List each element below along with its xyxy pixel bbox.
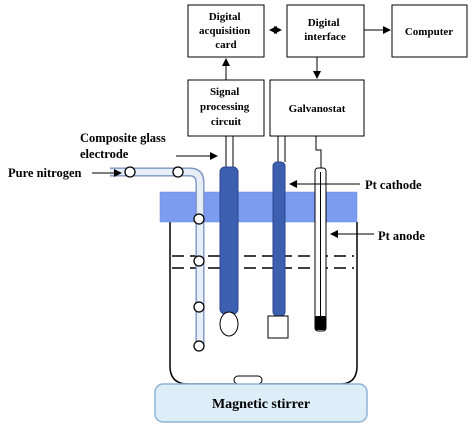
digital-acquisition-card-line-2: acquisition [199, 25, 250, 37]
bubble [193, 301, 205, 313]
svg-text:Signal processing: Signal processing circuit [200, 86, 252, 128]
beaker-lid [159, 191, 358, 223]
nitrogen-tube [110, 167, 205, 346]
digital-interface-box: Digital interface [286, 4, 365, 58]
gas-bubbles [124, 166, 205, 352]
digital-interface-line-2: interface [304, 31, 346, 43]
magnetic-stirrer: Magnetic stirrer [154, 383, 368, 423]
signal-processing-line-2: processing [200, 101, 250, 113]
pt-anode-label: Pt anode [378, 229, 425, 243]
signal-processing-line-3: circuit [211, 116, 242, 128]
digital-acquisition-card-line-1: Digital [209, 11, 241, 23]
pt-cathode-electrode [267, 161, 289, 339]
digital-interface-line-1: Digital [308, 17, 340, 29]
digital-acquisition-card-box: Digital acquisition card [187, 4, 265, 58]
beaker [169, 222, 358, 385]
galvanostat-label: Galvanostat [289, 103, 346, 115]
bubble [193, 255, 205, 267]
signal-processing-line-1: Signal [210, 86, 239, 98]
pt-anode-electrode [314, 167, 327, 332]
computer-label: Computer [405, 26, 453, 38]
computer-box: Computer [391, 4, 468, 58]
pt-cathode-label: Pt cathode [365, 178, 422, 192]
stir-bar [233, 375, 263, 385]
pure-nitrogen-label: Pure nitrogen [8, 166, 82, 180]
bubble [124, 166, 136, 178]
composite-glass-electrode-label: Composite glass electrode [80, 131, 169, 161]
magnetic-stirrer-label: Magnetic stirrer [212, 397, 310, 412]
svg-text:Digital acquisition: Digital acquisition card [199, 11, 253, 51]
bubble [193, 213, 205, 225]
svg-text:Galvanostat: Galvanostat [289, 103, 346, 115]
signal-processing-circuit-box: Signal processing circuit [187, 79, 265, 137]
digital-acquisition-card-line-3: card [215, 39, 236, 51]
connector-arrows [222, 26, 391, 80]
galvanostat-box: Galvanostat [269, 79, 365, 137]
svg-text:Computer: Computer [405, 26, 453, 38]
svg-text:Digital interface: Digital interface [304, 17, 346, 43]
bubble [172, 166, 184, 178]
electrode-wires [225, 136, 322, 168]
bubble [193, 340, 205, 352]
composite-glass-electrode [219, 166, 239, 337]
